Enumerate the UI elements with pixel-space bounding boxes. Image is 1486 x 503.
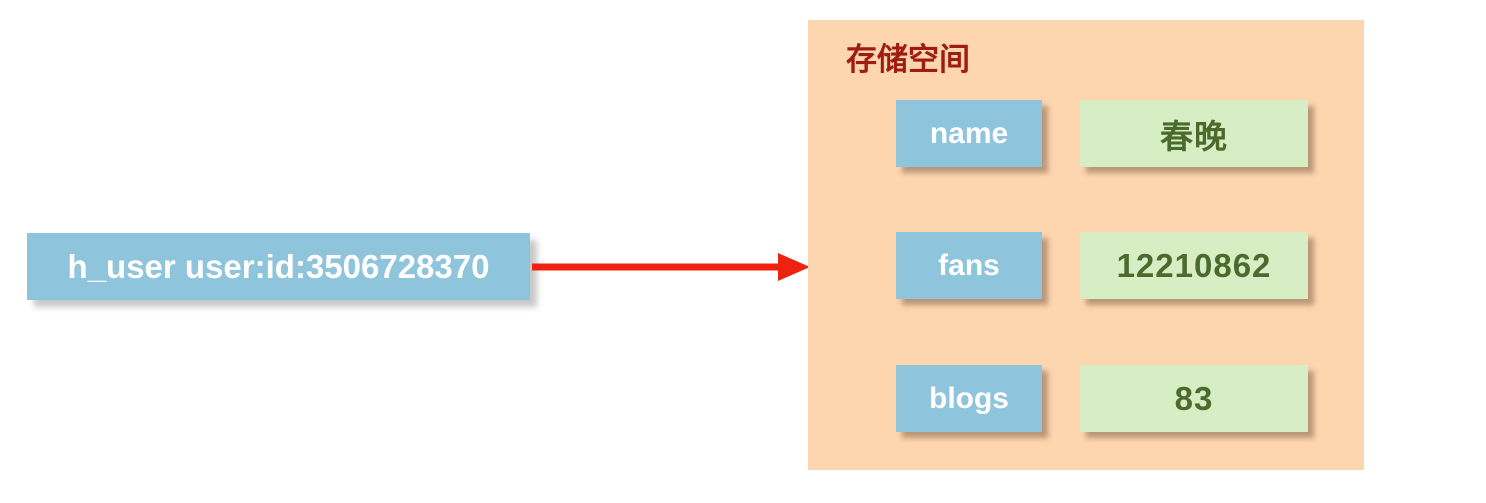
value-box-blogs: 83: [1080, 365, 1308, 432]
field-box-name: name: [896, 100, 1042, 167]
field-label: blogs: [929, 381, 1009, 415]
value-label: 83: [1174, 379, 1214, 417]
value-box-name: 春晚: [1080, 100, 1308, 167]
hash-row-name: name 春晚: [896, 100, 1308, 167]
field-box-blogs: blogs: [896, 365, 1042, 432]
value-label: 春晚: [1160, 117, 1228, 155]
right-arrow-icon: [532, 253, 810, 281]
value-label: 12210862: [1116, 246, 1272, 284]
hash-key-label: h_user user:id:3506728370: [67, 247, 490, 285]
storage-panel: 存储空间 name 春晚 fans 12210862 blogs 83: [808, 20, 1364, 470]
hash-row-blogs: blogs 83: [896, 365, 1308, 432]
field-box-fans: fans: [896, 232, 1042, 299]
field-label: name: [929, 116, 1009, 150]
hash-key-box: h_user user:id:3506728370: [27, 233, 530, 300]
field-label: fans: [938, 248, 1000, 282]
storage-panel-title: 存储空间: [846, 42, 970, 77]
value-box-fans: 12210862: [1080, 232, 1308, 299]
hash-row-fans: fans 12210862: [896, 232, 1308, 299]
